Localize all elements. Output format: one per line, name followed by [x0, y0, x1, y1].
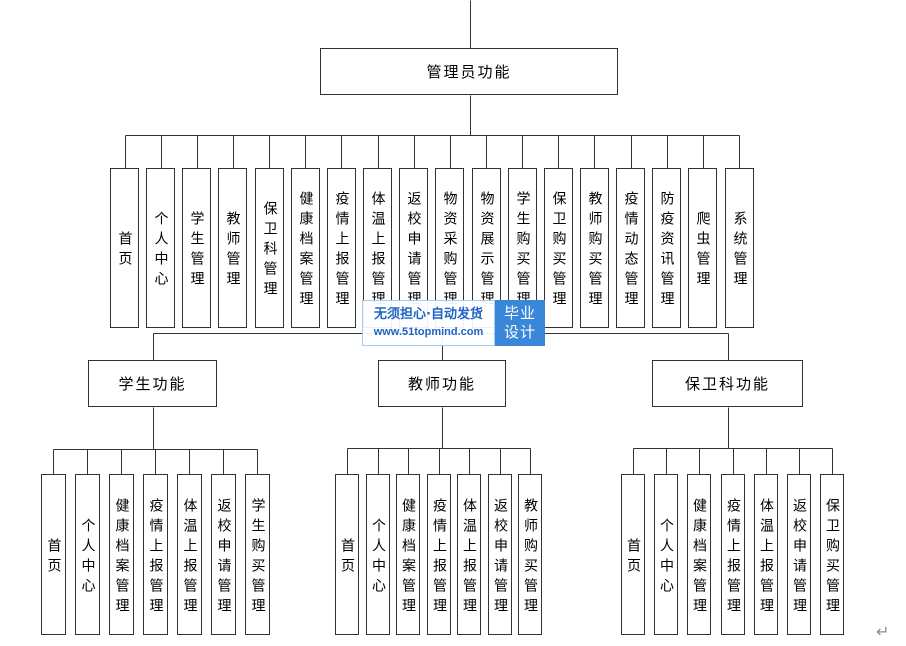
module-label: 首页	[116, 231, 133, 271]
module-label: 疫情动态管理	[622, 191, 639, 311]
module-label: 健康档案管理	[691, 497, 707, 618]
module-label: 保卫购买管理	[550, 191, 567, 311]
role-module-box: 疫情上报管理	[721, 474, 745, 635]
role-module-box: 保卫购买管理	[820, 474, 844, 635]
role-module-box: 个人中心	[75, 474, 100, 635]
watermark-slogan: 无须担心·自动发货	[374, 307, 483, 322]
module-label: 疫情上报管理	[725, 497, 741, 618]
module-label: 返校申请管理	[791, 497, 807, 618]
role-module-box: 体温上报管理	[177, 474, 202, 635]
admin-module-box: 首页	[110, 168, 139, 328]
module-label: 系统管理	[731, 211, 748, 291]
role-module-box: 学生购买管理	[245, 474, 270, 635]
module-label: 体温上报管理	[461, 497, 477, 618]
module-label: 教师管理	[224, 211, 241, 291]
module-label: 防疫资讯管理	[658, 191, 675, 311]
admin-module-box: 保卫购买管理	[544, 168, 573, 328]
role-module-box: 体温上报管理	[754, 474, 778, 635]
module-label: 个人中心	[152, 211, 169, 291]
role-module-box: 教师购买管理	[518, 474, 542, 635]
role-module-box: 返校申请管理	[211, 474, 236, 635]
module-label: 首页	[339, 537, 355, 578]
module-label: 学生购买管理	[249, 497, 266, 618]
module-label: 体温上报管理	[369, 191, 386, 311]
role-module-box: 首页	[621, 474, 645, 635]
role-module-box: 疫情上报管理	[427, 474, 451, 635]
role-module-box: 返校申请管理	[488, 474, 512, 635]
admin-function-label: 管理员功能	[426, 63, 512, 81]
watermark-url: www.51topmind.com	[373, 326, 484, 338]
role-function-label: 保卫科功能	[684, 375, 770, 393]
module-label: 健康档案管理	[400, 497, 416, 618]
watermark-badge-bottom: 设计	[503, 323, 536, 341]
role-module-box: 个人中心	[366, 474, 390, 635]
module-label: 首页	[625, 537, 641, 578]
module-label: 个人中心	[79, 517, 96, 598]
admin-module-box: 疫情上报管理	[327, 168, 356, 328]
security-function-box: 保卫科功能	[652, 360, 803, 407]
admin-module-box: 个人中心	[146, 168, 175, 328]
admin-module-box: 系统管理	[725, 168, 754, 328]
role-function-label: 教师功能	[407, 375, 476, 393]
admin-function-box: 管理员功能	[320, 48, 618, 95]
module-label: 教师购买管理	[586, 191, 603, 311]
module-label: 疫情上报管理	[333, 191, 350, 311]
module-label: 学生管理	[188, 211, 205, 291]
admin-module-box: 疫情动态管理	[616, 168, 645, 328]
module-label: 保卫科管理	[261, 201, 278, 301]
admin-module-box: 教师管理	[218, 168, 247, 328]
module-label: 健康档案管理	[113, 497, 130, 618]
admin-module-box: 教师购买管理	[580, 168, 609, 328]
admin-module-box: 防疫资讯管理	[652, 168, 681, 328]
module-label: 物资展示管理	[478, 191, 495, 311]
role-module-box: 健康档案管理	[109, 474, 134, 635]
module-label: 学生购买管理	[514, 191, 531, 311]
role-module-box: 健康档案管理	[687, 474, 711, 635]
module-label: 物资采购管理	[441, 191, 458, 311]
module-label: 健康档案管理	[297, 191, 314, 311]
paragraph-mark-icon: ↵	[876, 622, 890, 641]
watermark-logo: 无须担心·自动发货 www.51topmind.com 毕业 设计	[362, 300, 545, 346]
module-label: 体温上报管理	[758, 497, 774, 618]
watermark-text-panel: 无须担心·自动发货 www.51topmind.com	[362, 300, 495, 346]
role-module-box: 疫情上报管理	[143, 474, 168, 635]
role-module-box: 首页	[335, 474, 359, 635]
admin-module-box: 爬虫管理	[688, 168, 717, 328]
role-module-box: 健康档案管理	[396, 474, 420, 635]
watermark-badge: 毕业 设计	[495, 300, 545, 346]
admin-module-box: 保卫科管理	[255, 168, 284, 328]
role-function-label: 学生功能	[118, 375, 187, 393]
module-label: 体温上报管理	[181, 497, 198, 618]
admin-module-box: 健康档案管理	[291, 168, 320, 328]
role-module-box: 首页	[41, 474, 66, 635]
role-module-box: 个人中心	[654, 474, 678, 635]
role-module-box: 体温上报管理	[457, 474, 481, 635]
module-label: 返校申请管理	[405, 191, 422, 311]
module-label: 个人中心	[658, 517, 674, 598]
module-label: 保卫购买管理	[824, 497, 840, 618]
module-label: 个人中心	[370, 517, 386, 598]
admin-module-box: 学生管理	[182, 168, 211, 328]
module-label: 首页	[45, 537, 62, 578]
watermark-badge-top: 毕业	[503, 304, 536, 322]
module-label: 返校申请管理	[492, 497, 508, 618]
module-label: 疫情上报管理	[431, 497, 447, 618]
role-module-box: 返校申请管理	[787, 474, 811, 635]
student-function-box: 学生功能	[88, 360, 217, 407]
module-label: 爬虫管理	[694, 211, 711, 291]
module-label: 返校申请管理	[215, 497, 232, 618]
teacher-function-box: 教师功能	[378, 360, 506, 407]
module-label: 教师购买管理	[522, 497, 538, 618]
module-label: 疫情上报管理	[147, 497, 164, 618]
